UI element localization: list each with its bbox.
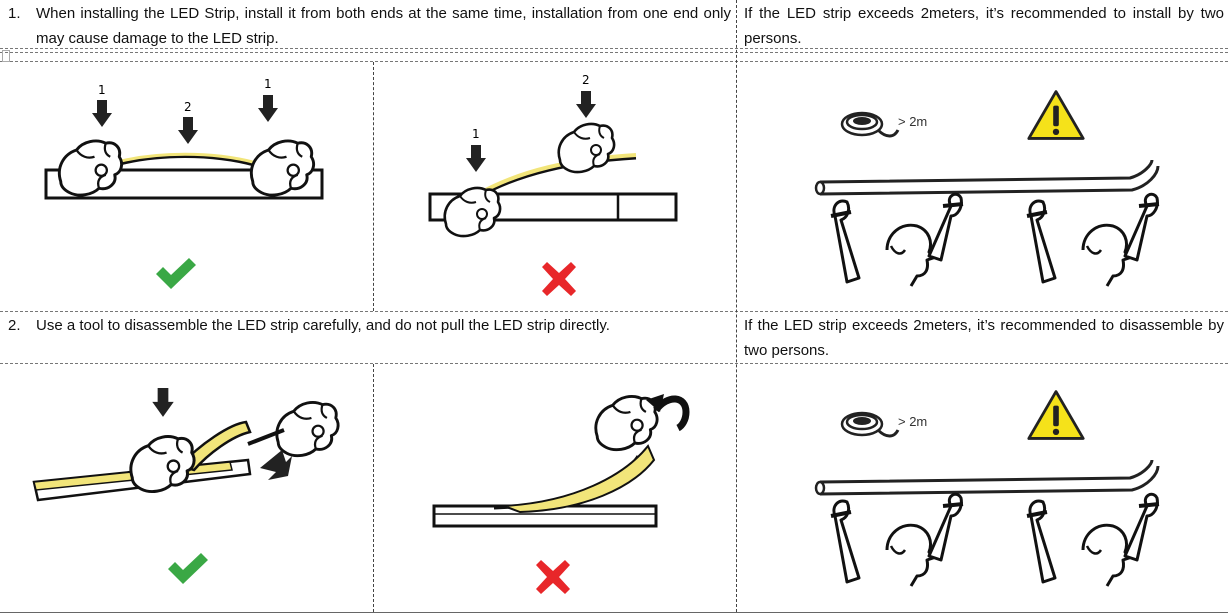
label-1: 1 (264, 77, 272, 91)
step-2-number: 2. (8, 317, 21, 334)
table-rule (0, 52, 1228, 53)
length-label: > 2m (898, 414, 927, 429)
table-rule (0, 612, 1228, 613)
table-marker (2, 50, 10, 62)
length-label: > 2m (898, 114, 927, 129)
remove-with-tool-illustration (32, 388, 340, 502)
step-1-number: 1. (8, 5, 21, 22)
cross-icon (542, 262, 576, 296)
table-rule (0, 61, 1228, 62)
table-rule (0, 311, 1228, 312)
step-1-note: If the LED strip exceeds 2meters, it’s r… (744, 5, 1224, 47)
two-persons-illustration: > 2m (814, 390, 1200, 600)
check-icon (168, 553, 208, 584)
label-2: 2 (184, 100, 192, 114)
pull-directly-illustration (432, 394, 690, 528)
column-divider (373, 62, 374, 311)
label-1: 1 (98, 83, 106, 97)
table-rule (0, 363, 1228, 364)
cross-icon (536, 560, 570, 594)
label-2: 2 (582, 73, 590, 87)
step-1-instruction: When installing the LED Strip, install i… (36, 5, 731, 47)
step-2-instruction: Use a tool to disassemble the LED strip … (36, 317, 610, 334)
column-divider (373, 364, 374, 612)
step-2-note: If the LED strip exceeds 2meters, it’s r… (744, 317, 1224, 359)
table-rule (0, 48, 1228, 49)
install-one-end-illustration: 1 2 (428, 73, 678, 238)
check-icon (156, 258, 196, 289)
install-both-ends-illustration: 1 2 1 (44, 77, 324, 200)
two-persons-illustration: > 2m (814, 90, 1200, 300)
column-divider (736, 0, 737, 612)
label-1: 1 (472, 127, 480, 141)
